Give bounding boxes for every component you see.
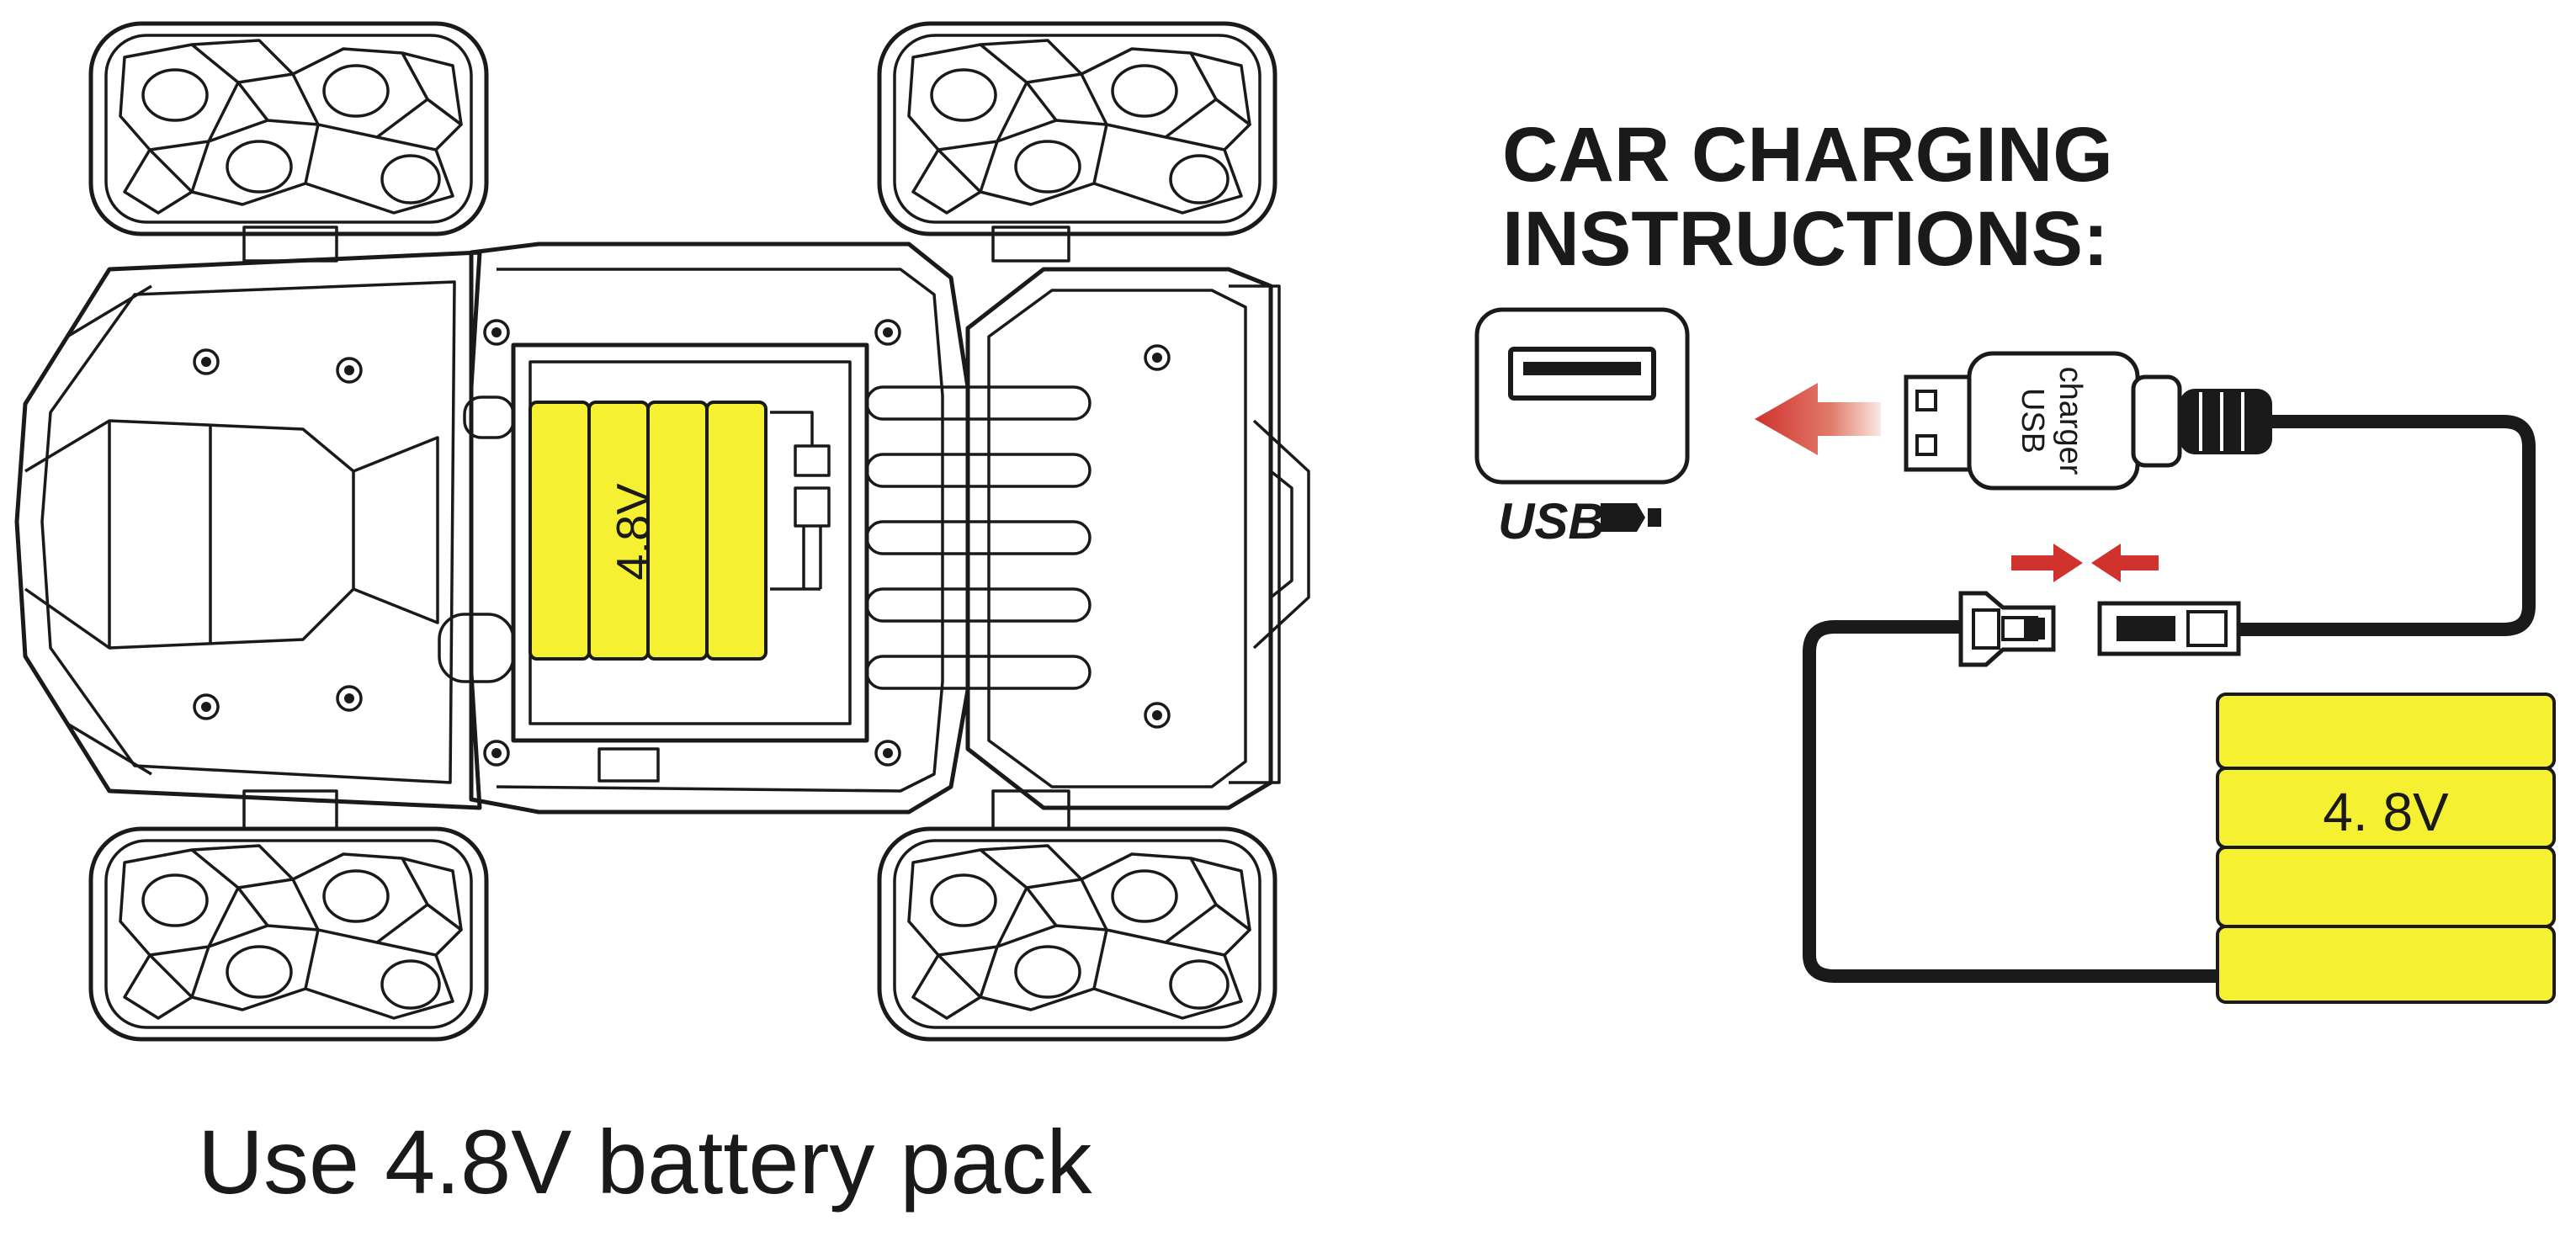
car-battery-pack: 4.8V (528, 401, 767, 661)
rc-car-drawing: 4.8V (14, 24, 1310, 1039)
battery-pack: 4. 8V (2216, 693, 2556, 1004)
battery-cable (1803, 620, 2217, 983)
connect-arrow-left-icon (2091, 544, 2159, 582)
car-connector (770, 411, 831, 591)
wheel-front-left (91, 24, 486, 234)
charger-label-line-2: charger (2053, 367, 2088, 475)
wheel-rear-left (91, 829, 486, 1039)
insert-arrow-icon (1755, 383, 1881, 455)
battery-pack-label: 4. 8V (2323, 782, 2449, 842)
title-line-2: INSTRUCTIONS: (1502, 196, 2109, 282)
usb-port-icon (1474, 307, 1690, 485)
charger-label-line-1: USB (2015, 388, 2050, 454)
usb-charger: USB charger (1904, 351, 2536, 636)
caption: Use 4.8V battery pack (198, 1111, 1093, 1213)
wheel-front-right (879, 24, 1275, 234)
connect-arrow-right-icon (2011, 544, 2083, 582)
wheel-rear-right (879, 829, 1275, 1039)
car-battery-label: 4.8V (607, 483, 660, 581)
usb-logo-text: USB (1498, 493, 1605, 549)
title-line-1: CAR CHARGING (1502, 112, 2113, 198)
connector-female (2097, 601, 2241, 656)
connector-male (1958, 591, 2056, 667)
grille-bars (865, 385, 1091, 690)
usb-logo-icon: USB (1498, 493, 1661, 549)
